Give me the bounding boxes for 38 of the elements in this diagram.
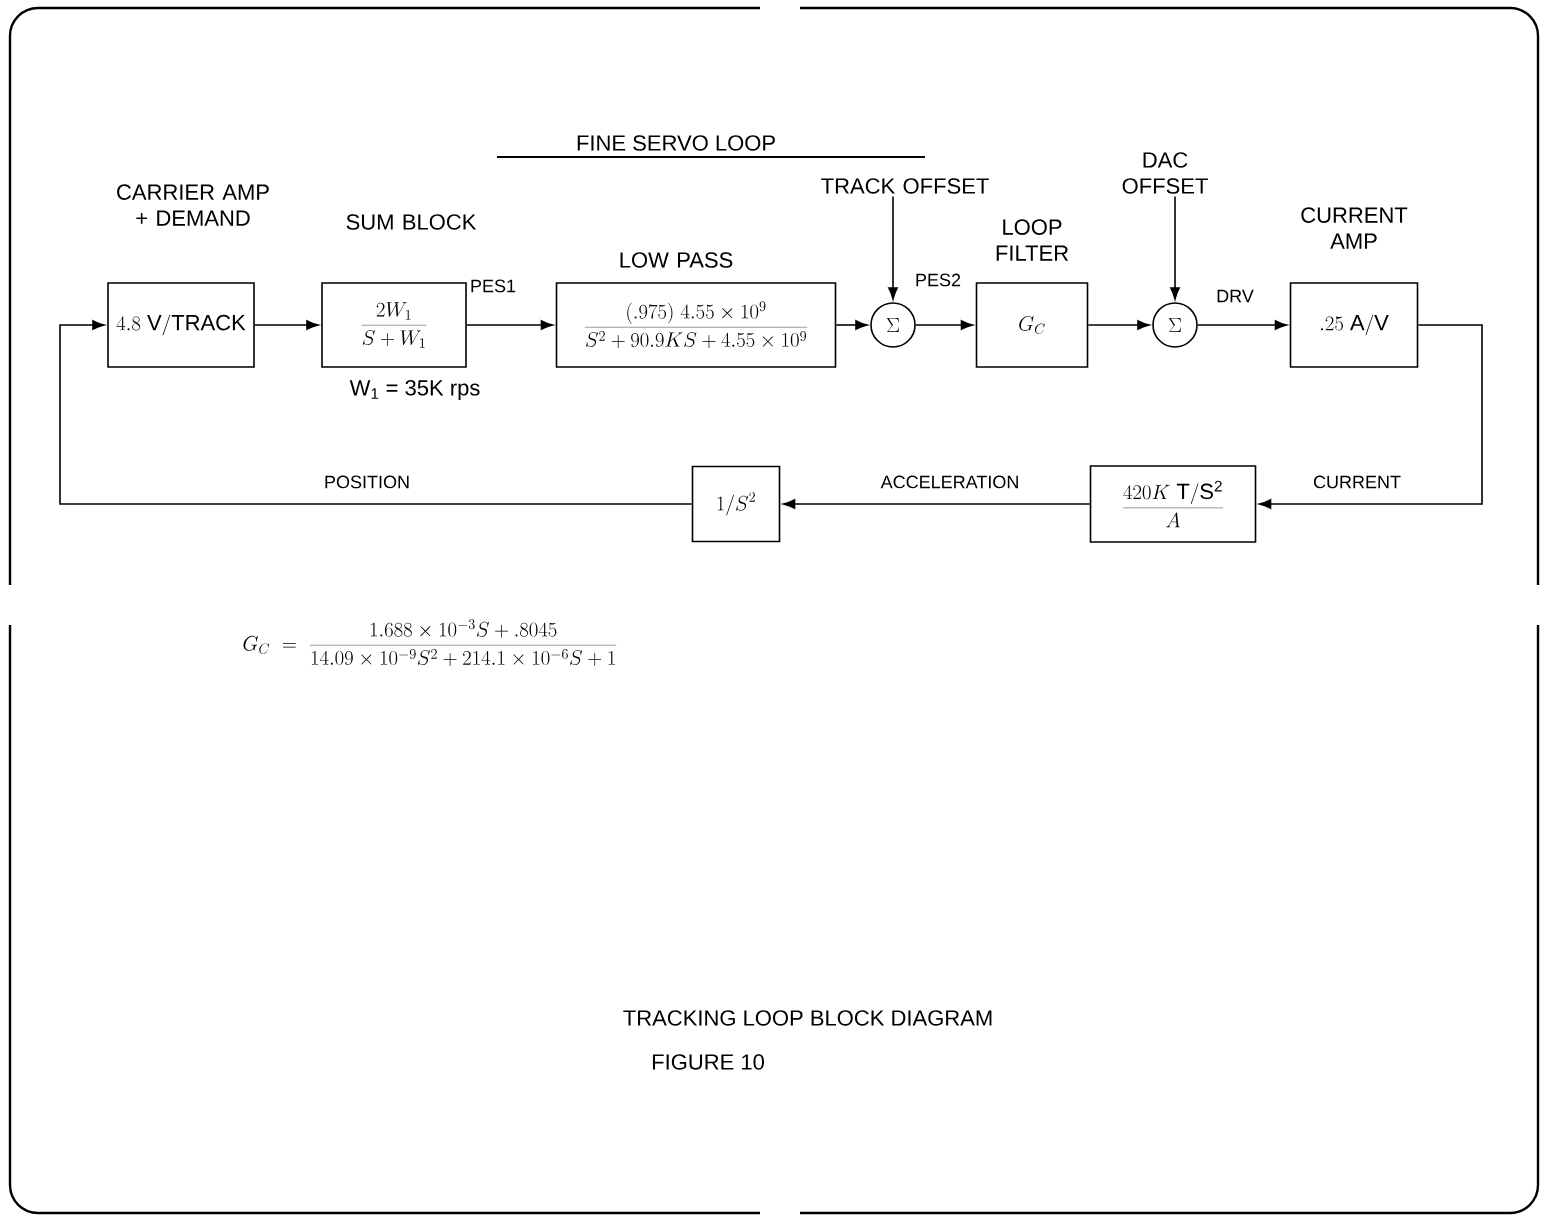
block-heading: SUM BLOCK (346, 214, 477, 230)
edge-label: POSITION (323, 474, 411, 490)
input-label: TRACK OFFSET (821, 178, 989, 194)
block-box: $4.8\ \mathrm{V/TRACK}$ (107, 282, 255, 368)
edge-label: PES2 (914, 272, 962, 288)
edge-label: ACCELERATION (879, 474, 1021, 490)
arrow (915, 320, 974, 330)
block-box: $\frac{2W_1}{S+W_1}$ (321, 282, 467, 368)
arrow (466, 320, 554, 330)
transfer-function: $G_C\ =\ \frac{1.688\times 10^{-3}S+.8045}{14.09\times 10^{-9}S^{2}+214.1\times 10^{-6}S+1}$ (243, 619, 617, 666)
arrow (254, 320, 319, 330)
arrow (1087, 320, 1150, 330)
arrow (1197, 320, 1288, 330)
arrow (888, 195, 898, 300)
figure-number: FIGURE 10 (652, 1054, 764, 1070)
block-box: $.25\ \mathrm{A/V}$ (1289, 282, 1419, 368)
arrow (59, 320, 693, 505)
block-heading: CURRENT AMP (1301, 207, 1408, 249)
block-heading: LOW PASS (620, 252, 733, 268)
arrow (782, 499, 1091, 509)
input-label: DAC OFFSET (1122, 152, 1208, 194)
block-note: W$_{1}$ = 35K rps (349, 380, 480, 400)
arrow (835, 320, 868, 330)
block-box: $\frac{(.975)\ 4.55\times 10^{9}}{S^{2}+90.9KS+4.55\times 10^{9}}$ (555, 282, 837, 368)
block-box: $1/S^{2}$ (691, 465, 781, 543)
figure-caption: TRACKING LOOP BLOCK DIAGRAM (623, 1010, 992, 1026)
block-heading: LOOP FILTER (996, 219, 1069, 261)
arrow (1170, 195, 1180, 300)
diagram-title: FINE SERVO LOOP (577, 135, 775, 151)
edge-label: PES1 (469, 278, 517, 294)
edge-label: DRV (1215, 288, 1255, 304)
edge-label: CURRENT (1312, 474, 1402, 490)
arrow (1258, 324, 1483, 509)
block-box: $\frac{420K\ \mathrm{T/S^{2}}}{A}$ (1089, 465, 1257, 543)
summing-junction: $\Sigma$ (1152, 302, 1198, 348)
block-heading: CARRIER AMP + DEMAND (117, 184, 269, 226)
summing-junction: $\Sigma$ (870, 302, 916, 348)
block-box: $G_C$ (975, 282, 1089, 368)
